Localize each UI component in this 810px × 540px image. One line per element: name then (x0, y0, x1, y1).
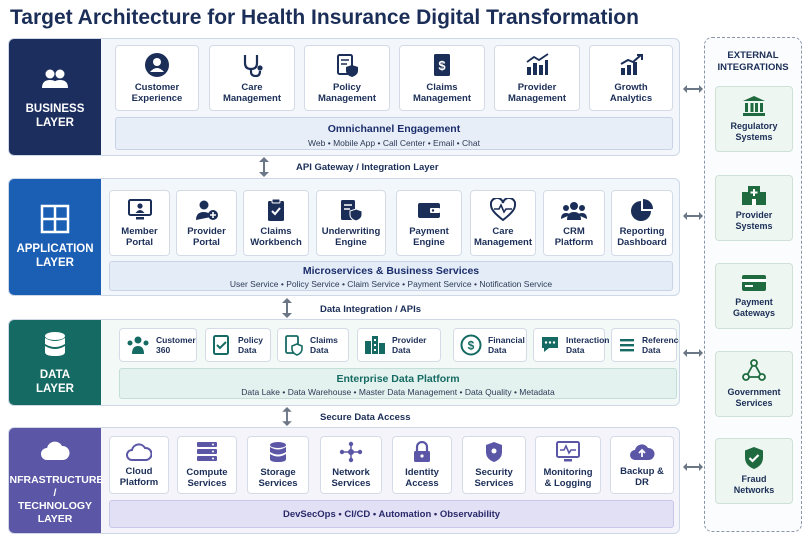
database-icon (45, 331, 65, 356)
network-services-card[interactable]: Network Services (320, 436, 382, 494)
hospital-icon (742, 186, 766, 205)
monitoring-logging-card[interactable]: Monitoring & Logging (535, 436, 601, 494)
secure-access-arrow (282, 406, 292, 427)
provider-portal-card[interactable]: Provider Portal (176, 190, 237, 256)
reference-data-card[interactable]: Reference Data (611, 328, 679, 362)
reporting-dashboard-card[interactable]: Reporting Dashboard (611, 190, 673, 256)
diagram-title: Target Architecture for Health Insurance… (10, 6, 639, 29)
user-circle-icon (145, 53, 169, 77)
crm-platform-card[interactable]: CRM Platform (543, 190, 605, 256)
list-icon (620, 339, 634, 352)
enterprise-data-platform-bar: Enterprise Data Platform Data Lake • Dat… (119, 368, 677, 399)
backup-dr-card[interactable]: Backup & DR (610, 436, 674, 494)
interaction-data-card[interactable]: Interaction Data (533, 328, 609, 362)
svg-text:$: $ (468, 339, 475, 353)
care-management-app-card[interactable]: Care Management (470, 190, 536, 256)
underwriting-engine-card[interactable]: Underwriting Engine (316, 190, 386, 256)
government-services-card[interactable]: Government Services (715, 351, 793, 417)
financial-data-card[interactable]: $ Financial Data (453, 328, 527, 362)
compute-services-card[interactable]: Compute Services (177, 436, 237, 494)
customer-360-card[interactable]: Customer 360 (119, 328, 197, 362)
policy-management-card[interactable]: Policy Management (304, 45, 390, 111)
chat-icon (542, 337, 558, 352)
external-arrow-application (683, 212, 703, 220)
external-arrow-infrastructure (683, 463, 703, 471)
stethoscope-icon (243, 55, 263, 78)
payment-gateways-card[interactable]: Payment Gateways (715, 263, 793, 329)
provider-systems-card[interactable]: Provider Systems (715, 175, 793, 241)
member-portal-card[interactable]: Member Portal (109, 190, 170, 256)
secure-access-label: Secure Data Access (320, 412, 411, 423)
network-icon (339, 441, 363, 463)
credit-card-icon (742, 275, 766, 291)
grid-icon (40, 204, 70, 234)
microservices-bar: Microservices & Business Services User S… (109, 261, 673, 291)
policy-doc-icon (213, 335, 229, 355)
application-layer: APPLICATION LAYER Member Portal Provider… (8, 178, 680, 296)
claims-workbench-card[interactable]: Claims Workbench (243, 190, 309, 256)
external-integrations-title: EXTERNAL INTEGRATIONS (717, 50, 789, 73)
bank-icon (743, 96, 765, 116)
cloud-outline-icon (126, 443, 152, 461)
customer-360-icon (127, 336, 149, 354)
building-icon (365, 336, 385, 354)
policy-data-card[interactable]: Policy Data (205, 328, 271, 362)
external-arrow-business (683, 85, 703, 93)
claims-dollar-icon: $ (434, 54, 450, 76)
regulatory-systems-card[interactable]: Regulatory Systems (715, 86, 793, 152)
provider-management-card[interactable]: Provider Management (494, 45, 580, 111)
growth-chart-icon (620, 54, 643, 75)
api-gateway-label: API Gateway / Integration Layer (296, 162, 439, 173)
growth-analytics-card[interactable]: Growth Analytics (589, 45, 673, 111)
policy-shield-icon (337, 54, 358, 77)
data-integration-arrow (282, 298, 292, 318)
care-management-card[interactable]: Care Management (209, 45, 295, 111)
storage-icon (270, 442, 286, 462)
infrastructure-layer-label: INFRASTRUCTURE / TECHNOLOGY LAYER (9, 428, 103, 533)
security-shield-icon (486, 442, 502, 462)
provider-data-card[interactable]: Provider Data (357, 328, 441, 362)
svg-text:$: $ (438, 58, 446, 73)
data-layer-label: DATA LAYER (9, 320, 101, 405)
cloud-icon (41, 441, 70, 460)
claims-management-card[interactable]: $ Claims Management (399, 45, 485, 111)
monitor-user-icon (127, 199, 152, 220)
claims-shield-icon (285, 335, 303, 356)
payment-engine-card[interactable]: Payment Engine (396, 190, 462, 256)
security-services-card[interactable]: Security Services (462, 436, 526, 494)
bar-chart-icon (526, 53, 549, 75)
external-arrow-data (683, 349, 703, 357)
hub-icon (742, 359, 766, 381)
dollar-circle-icon: $ (460, 334, 482, 356)
cloud-platform-card[interactable]: Cloud Platform (109, 436, 169, 494)
infrastructure-layer: INFRASTRUCTURE / TECHNOLOGY LAYER Cloud … (8, 427, 680, 534)
api-gateway-arrow (259, 157, 269, 177)
data-layer: DATA LAYER Customer 360 Policy Data Clai… (8, 319, 680, 406)
storage-services-card[interactable]: Storage Services (247, 436, 309, 494)
monitor-pulse-icon (556, 441, 580, 462)
shield-check-icon (745, 447, 763, 469)
document-shield-icon (341, 200, 363, 222)
user-plus-icon (195, 200, 218, 220)
customer-experience-card[interactable]: Customer Experience (115, 45, 199, 111)
group-icon (561, 202, 587, 220)
wallet-icon (418, 203, 440, 218)
heart-pulse-icon (490, 198, 516, 222)
cloud-upload-icon (630, 444, 655, 460)
identity-access-card[interactable]: Identity Access (392, 436, 452, 494)
devsecops-bar: DevSecOps • CI/CD • Automation • Observa… (109, 500, 674, 528)
clipboard-check-icon (268, 198, 284, 221)
business-layer: BUSINESS LAYER Customer Experience Care … (8, 38, 680, 156)
claims-data-card[interactable]: Claims Data (277, 328, 349, 362)
external-integrations-panel: EXTERNAL INTEGRATIONS Regulatory Systems… (704, 37, 802, 532)
data-integration-label: Data Integration / APIs (320, 304, 421, 315)
omnichannel-engagement-bar: Omnichannel Engagement Web • Mobile App … (115, 117, 673, 150)
fraud-networks-card[interactable]: Fraud Networks (715, 438, 793, 504)
pie-chart-icon (631, 199, 653, 221)
business-layer-label: BUSINESS LAYER (9, 39, 101, 155)
application-layer-label: APPLICATION LAYER (9, 179, 101, 295)
server-icon (197, 442, 217, 461)
lock-icon (414, 441, 430, 462)
users-icon (42, 69, 68, 88)
